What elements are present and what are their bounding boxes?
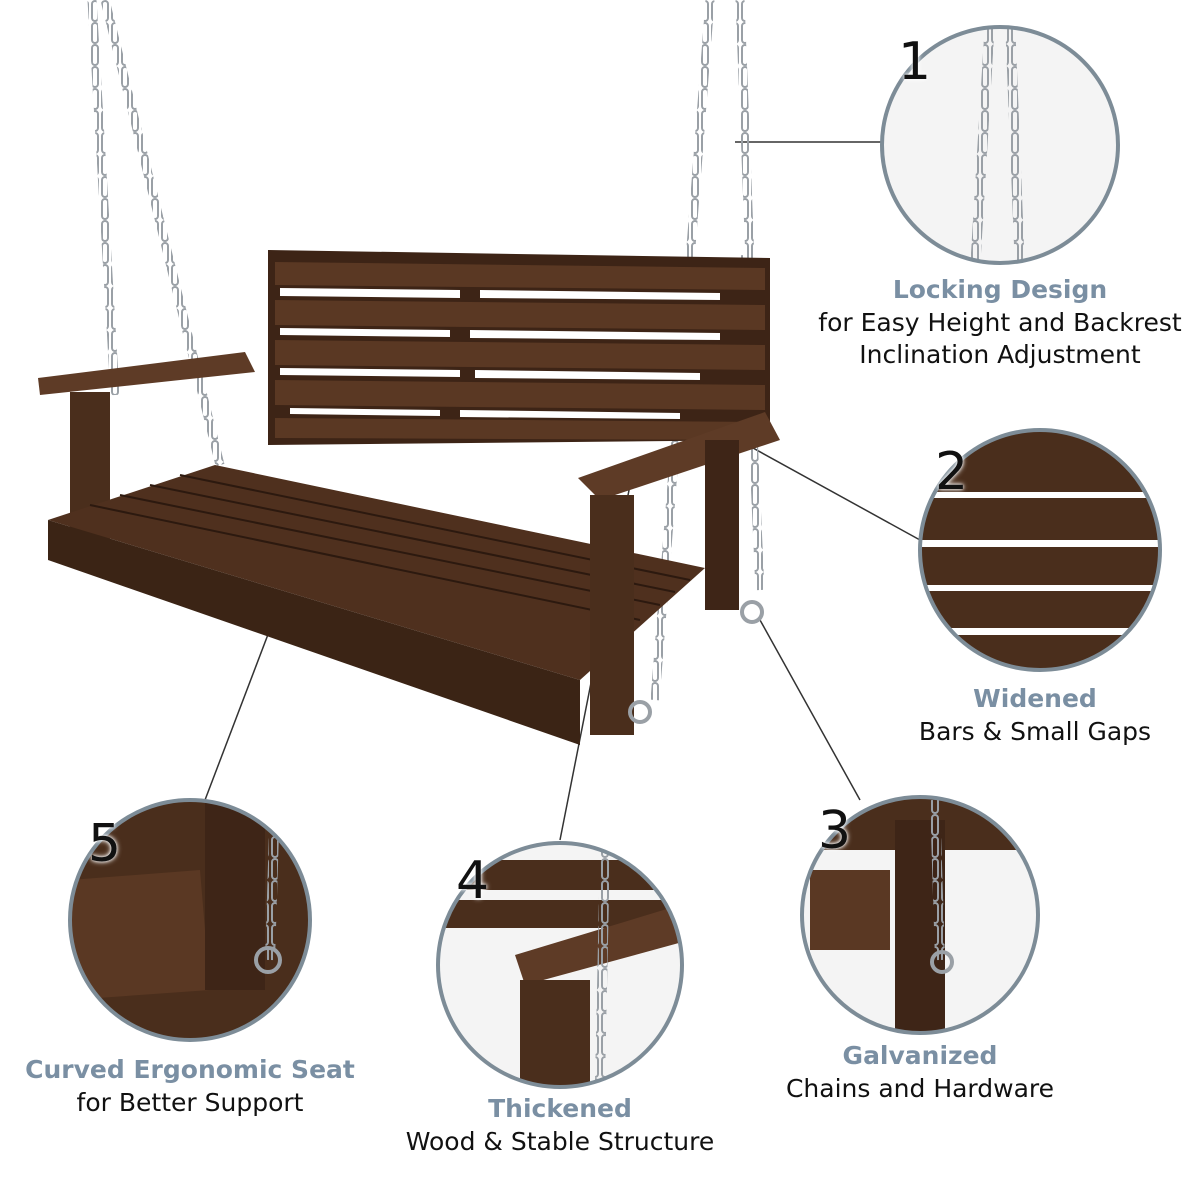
feature-number-1: 1 <box>898 32 932 92</box>
feature-number-5: 5 <box>88 814 122 874</box>
feature-caption-2: Widened Bars & Small Gaps <box>900 683 1170 748</box>
feature-highlight-5: Curved Ergonomic Seat <box>25 1055 355 1084</box>
feature-caption-5: Curved Ergonomic Seat for Better Support <box>20 1054 360 1119</box>
feature-highlight-2: Widened <box>973 684 1097 713</box>
feature-line-2a: Bars & Small Gaps <box>918 716 1152 746</box>
feature-line-3a: Chains and Hardware <box>785 1073 1055 1103</box>
porch-swing <box>38 0 780 745</box>
detail-circle-1 <box>880 25 1120 265</box>
feature-line-4a: Wood & Stable Structure <box>405 1126 715 1156</box>
feature-number-4: 4 <box>456 851 490 911</box>
feature-line-5a: for Better Support <box>76 1087 304 1117</box>
feature-line-1b: Inclination Adjustment <box>859 340 1141 369</box>
detail-circle-5 <box>68 798 312 1042</box>
feature-caption-1: Locking Design for Easy Height and Backr… <box>800 274 1200 372</box>
feature-number-3: 3 <box>818 801 852 861</box>
feature-caption-4: Thickened Wood & Stable Structure <box>390 1093 730 1158</box>
feature-highlight-4: Thickened <box>488 1094 632 1123</box>
feature-highlight-1: Locking Design <box>892 275 1108 304</box>
back-slats <box>275 262 765 440</box>
feature-caption-3: Galvanized Chains and Hardware <box>770 1040 1070 1105</box>
feature-highlight-3: Galvanized <box>842 1041 998 1070</box>
detail-circle-3 <box>800 795 1040 1035</box>
detail-circle-4 <box>436 841 684 1089</box>
detail-circle-2 <box>918 428 1162 672</box>
feature-number-2: 2 <box>935 442 969 502</box>
feature-line-1a: for Easy Height and Backrest <box>818 307 1182 337</box>
